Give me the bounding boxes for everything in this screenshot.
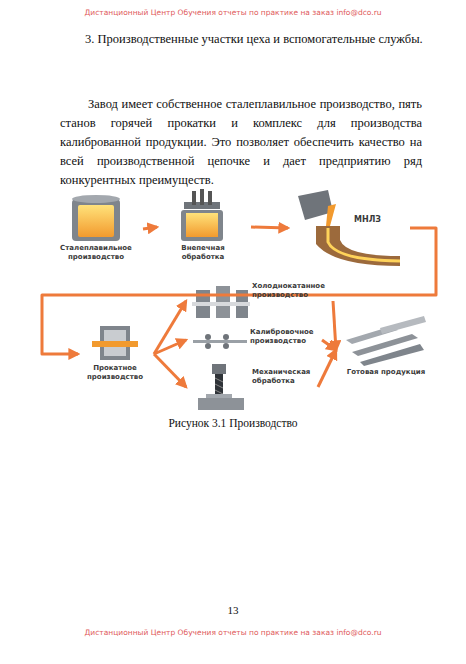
machining-icon-part <box>215 378 223 394</box>
calibration-icon-part <box>193 340 247 343</box>
calibration-icon-part <box>223 343 229 349</box>
figure-caption: Рисунок 3.1 Производство <box>0 417 466 429</box>
watermark: Дистанционный Центр Обучения отчеты по п… <box>0 628 466 637</box>
page-number: 13 <box>213 604 253 616</box>
process-stage: Холоднокатанное производство <box>190 280 329 322</box>
watermark: Дистанционный Центр Обучения отчеты по п… <box>0 8 466 17</box>
caster-icon <box>298 190 400 266</box>
cold-rolling-icon <box>192 286 250 318</box>
flow-arrow <box>154 340 186 354</box>
process-stage: Механическая обработка <box>190 360 314 414</box>
stage-label: МНЛЗ <box>354 216 394 225</box>
calibration-icon-part <box>205 343 211 349</box>
flow-arrow <box>154 301 186 354</box>
rolling-mill-icon-part <box>92 341 138 347</box>
caster-icon-part <box>326 204 336 226</box>
furnace-icon-part <box>72 195 120 203</box>
stage-label: Готовая продукция <box>340 368 432 377</box>
ladle-icon-part <box>192 191 196 205</box>
flow-arrow <box>318 350 336 387</box>
ladle-icon-part <box>186 213 218 237</box>
stage-label: Холоднокатанное производство <box>252 282 327 299</box>
products-icon-part <box>380 316 426 334</box>
ladle-icon <box>181 189 223 241</box>
rolling-mill-icon <box>92 326 138 360</box>
stage-label: Прокатное производство <box>82 364 148 381</box>
machining-icon-part <box>198 398 244 410</box>
flow-arrow <box>251 227 288 228</box>
stage-label: Калибровочное производство <box>250 328 316 345</box>
process-stage: Внепечная обработка <box>161 188 247 266</box>
furnace-icon-part <box>72 199 120 241</box>
body-paragraph: Завод имеет собственное сталеплавильное … <box>60 95 422 190</box>
stage-label: Механическая обработка <box>252 368 312 385</box>
flow-arrow <box>322 340 336 350</box>
ladle-icon-part <box>200 189 204 205</box>
furnace-icon <box>72 195 120 241</box>
ladle-icon-part <box>181 210 223 241</box>
furnace-icon-part <box>78 205 114 237</box>
machining-icon <box>198 364 244 410</box>
caster-icon-part <box>316 226 400 266</box>
process-stage: Прокатное производство <box>82 322 150 386</box>
stage-label: Сталеплавильное производство <box>55 244 137 261</box>
process-stage: Калибровочное производство <box>190 326 318 354</box>
flow-arrow <box>154 354 186 387</box>
calibration-icon <box>193 334 247 349</box>
machining-icon-part <box>212 364 226 374</box>
process-stage: Сталеплавильное производство <box>55 192 139 266</box>
process-stage: Готовая продукция <box>340 316 434 384</box>
flow-arrow <box>333 301 336 350</box>
process-stage: МНЛЗ <box>292 188 406 268</box>
flow-arrow <box>143 227 157 229</box>
products-icon <box>346 316 426 366</box>
cold-rolling-icon-part <box>192 302 250 306</box>
calibration-icon-part <box>223 334 229 340</box>
stage-label: Внепечная обработка <box>161 244 245 261</box>
products-icon-part <box>360 344 424 366</box>
machining-icon-part <box>215 374 223 394</box>
caster-icon-part <box>328 228 400 261</box>
machining-icon-part <box>206 394 232 398</box>
section-heading: 3. Производственные участки цеха и вспом… <box>85 32 445 47</box>
calibration-icon-part <box>205 334 211 340</box>
ladle-icon-part <box>208 191 212 205</box>
flow-arrow <box>42 228 436 354</box>
